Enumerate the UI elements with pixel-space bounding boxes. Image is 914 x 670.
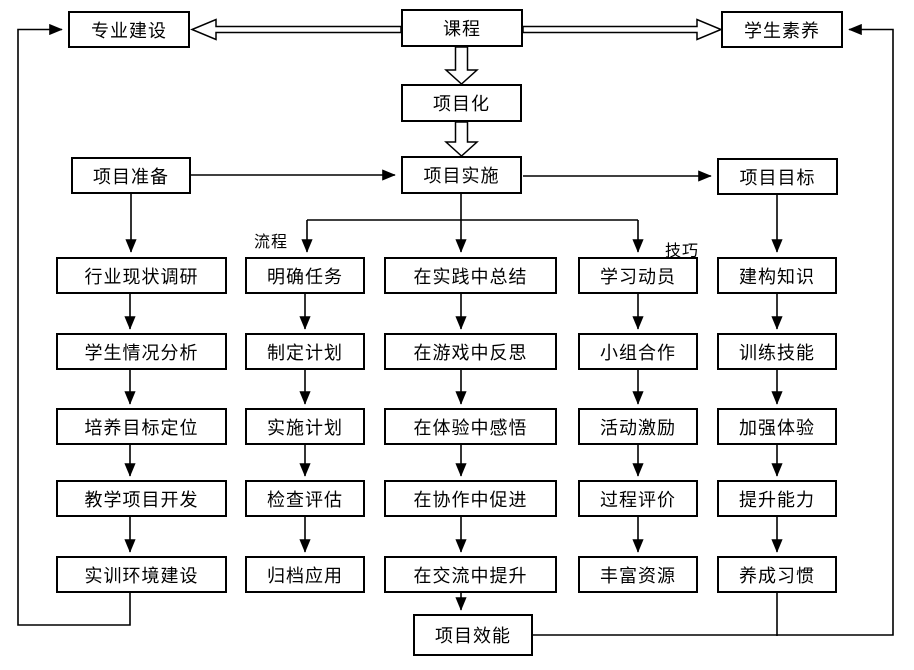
- node-improve-in-communication: 在交流中提升: [384, 556, 557, 593]
- node-train-skills: 训练技能: [717, 333, 837, 370]
- node-course: 课程: [401, 9, 523, 47]
- node-project-implementation: 项目实施: [401, 156, 522, 194]
- feedback-left-loop: [17, 23, 131, 626]
- hollow-arrow-course-to-student: [522, 18, 723, 41]
- node-industry-survey: 行业现状调研: [56, 257, 227, 294]
- hollow-arrow-course-to-projectization: [444, 46, 479, 86]
- node-training-goal-positioning: 培养目标定位: [56, 408, 227, 445]
- node-improve-ability: 提升能力: [717, 480, 837, 517]
- process-label: 流程: [254, 234, 289, 251]
- node-student-literacy: 学生素养: [721, 11, 843, 48]
- node-rich-resources: 丰富资源: [578, 556, 698, 593]
- node-summarize-in-practice: 在实践中总结: [384, 257, 557, 294]
- node-clarify-task: 明确任务: [245, 257, 365, 294]
- node-promote-in-collaboration: 在协作中促进: [384, 480, 557, 517]
- node-project-preparation: 项目准备: [71, 157, 191, 194]
- node-project-effectiveness: 项目效能: [413, 614, 533, 656]
- node-project-goal: 项目目标: [717, 158, 838, 195]
- node-construct-knowledge: 建构知识: [717, 257, 837, 294]
- node-teaching-project-development: 教学项目开发: [56, 480, 227, 517]
- node-group-cooperation: 小组合作: [578, 333, 698, 370]
- node-strengthen-experience: 加强体验: [717, 408, 837, 445]
- node-training-environment: 实训环境建设: [56, 556, 227, 593]
- node-reflect-in-game: 在游戏中反思: [384, 333, 557, 370]
- node-make-plan: 制定计划: [245, 333, 365, 370]
- node-major-construction: 专业建设: [68, 11, 190, 48]
- node-process-evaluation: 过程评价: [578, 480, 698, 517]
- node-learning-mobilization: 学习动员: [578, 257, 698, 294]
- hollow-arrow-course-to-major: [190, 18, 402, 41]
- node-check-evaluate: 检查评估: [245, 480, 365, 517]
- node-perceive-in-experience: 在体验中感悟: [384, 408, 557, 445]
- node-archive-apply: 归档应用: [245, 556, 365, 593]
- node-activity-incentive: 活动激励: [578, 408, 698, 445]
- node-form-habits: 养成习惯: [717, 556, 837, 593]
- feedback-right-loop: [533, 23, 894, 636]
- technique-label: 技巧: [665, 243, 700, 260]
- hollow-arrow-projectization-to-implementation: [444, 121, 479, 158]
- node-student-analysis: 学生情况分析: [56, 333, 227, 370]
- node-projectization: 项目化: [401, 84, 522, 122]
- node-implement-plan: 实施计划: [245, 408, 365, 445]
